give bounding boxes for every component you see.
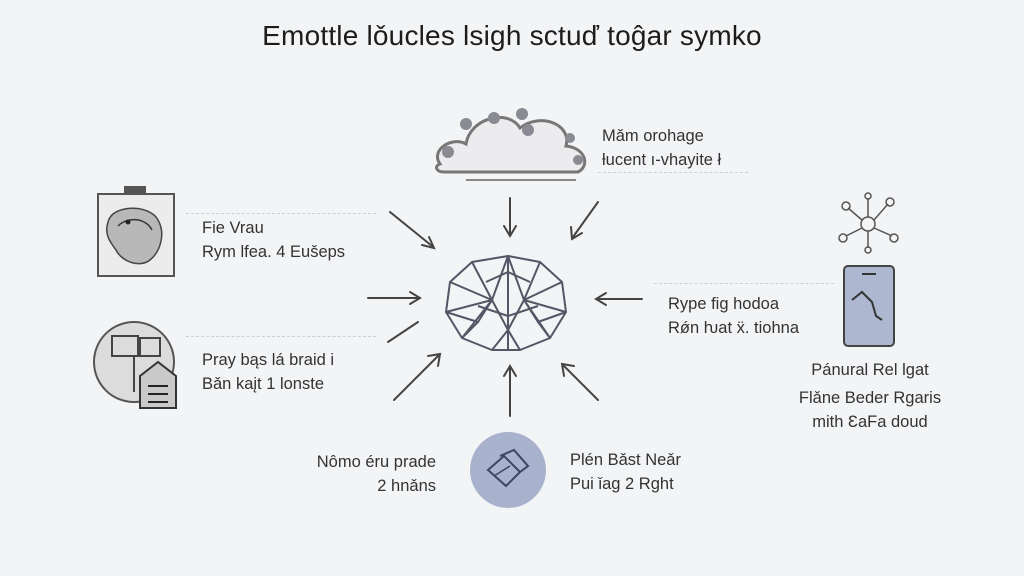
arrow-left [367, 291, 422, 305]
label-line: mith ƐaFa doud [812, 413, 928, 431]
label-line: Pui ǐag 2 Rght [570, 475, 674, 493]
label-line: Bǎn kaįt 1 lonste [202, 375, 324, 393]
label-bottom-right: Plén Bǎst Neǎr Pui ǐag 2 Rght [570, 448, 681, 496]
label-line: Flǎne Beder Rgaris [798, 389, 942, 407]
arrow-lower-left [393, 352, 442, 401]
molecule-icon [838, 192, 899, 254]
label-left-upper: Fie Vrau Rym lfea. 4 Eušeps [202, 216, 345, 264]
label-line: Pray bąs lá braid i [202, 351, 335, 369]
geometric-brain-icon [445, 255, 567, 351]
creature-card-icon [97, 186, 175, 277]
document-stack-icon [470, 432, 546, 508]
arrow-upper-left [389, 211, 436, 250]
label-line: Rym lfea. 4 Eušeps [202, 243, 346, 261]
page-title: Emottle lǒucles lsigh sctuď toĝar symko [262, 20, 762, 51]
label-line: Fie Vrau [202, 219, 264, 237]
arrow-bottom [503, 364, 517, 417]
label-line: Plén Bǎst Neǎr [570, 451, 681, 469]
label-bottom-left: Nômo éru prade 2 hnǎns [280, 450, 436, 498]
arrow-right [594, 292, 643, 306]
label-line: Pánural Rel lgat [811, 361, 929, 379]
label-line: Mǎm orohage [602, 127, 704, 145]
cloud-icon [435, 108, 587, 181]
label-line: Nômo éru prade [316, 453, 436, 471]
label-line: 2 hnǎns [377, 477, 436, 495]
rule [186, 213, 376, 214]
label-right-mid: Rype fig hodoa Rǿn ƕat ẍ. tiohna [668, 292, 799, 340]
rule [598, 172, 748, 173]
sign-badge-icon [93, 321, 177, 409]
label-line: ƚucent ı-vhayite ł [602, 151, 722, 169]
arrow-lower-right [560, 362, 599, 401]
rule [654, 283, 834, 284]
arrow-lower-left-short [387, 321, 419, 343]
rule [186, 336, 376, 337]
label-line: Rype fig hodoa [668, 295, 779, 313]
label-top-right: Mǎm orohage ƚucent ı-vhayite ł [602, 124, 721, 172]
label-left-lower: Pray bąs lá braid i Bǎn kaįt 1 lonste [202, 348, 334, 396]
arrow-top [503, 197, 517, 238]
label-line: Rǿn ƕat ẍ. tiohna [668, 319, 800, 337]
label-right-lower: Pánural Rel lgat Flǎne Beder Rgaris mith… [780, 358, 960, 434]
tablet-icon [843, 265, 895, 347]
arrow-top-right [570, 201, 599, 241]
